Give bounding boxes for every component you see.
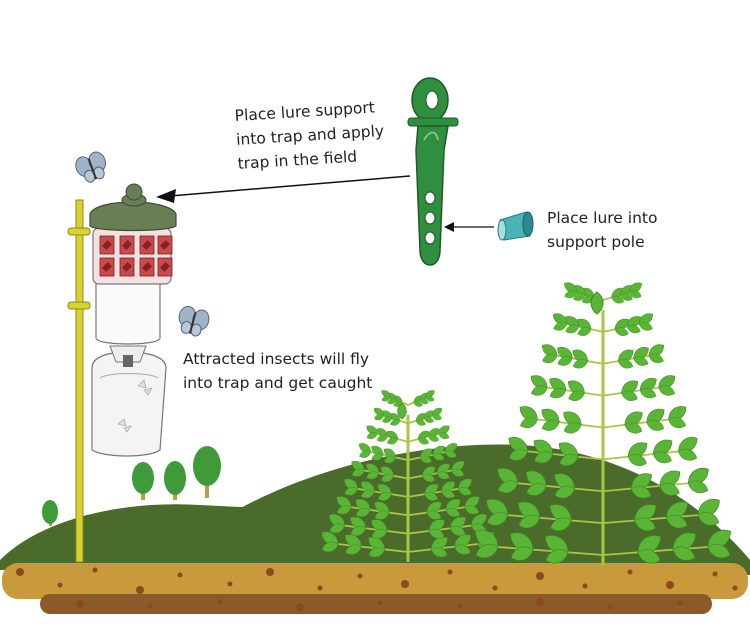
plant-icon [318, 388, 498, 562]
label-place-lure-support: Place lure support into trap and apply t… [234, 98, 385, 173]
arrow-to-trap [156, 175, 411, 203]
plant-icon [470, 279, 736, 567]
label-attracted-insects: Attracted insects will fly into trap and… [183, 350, 373, 392]
label-place-lure-pole: Place lure into support pole [547, 209, 658, 251]
soil-strip [2, 563, 748, 614]
tree-icon [132, 462, 154, 500]
arrow-to-support [444, 222, 494, 232]
butterfly-icon [75, 151, 106, 183]
lure-icon [497, 211, 534, 241]
butterfly-icon [178, 305, 210, 337]
tree-icon [164, 461, 186, 500]
support-pole [67, 199, 91, 563]
trap-icon [89, 183, 177, 457]
tree-icon [193, 446, 221, 498]
tree-icon [42, 500, 58, 526]
lure-support-icon [407, 77, 459, 266]
